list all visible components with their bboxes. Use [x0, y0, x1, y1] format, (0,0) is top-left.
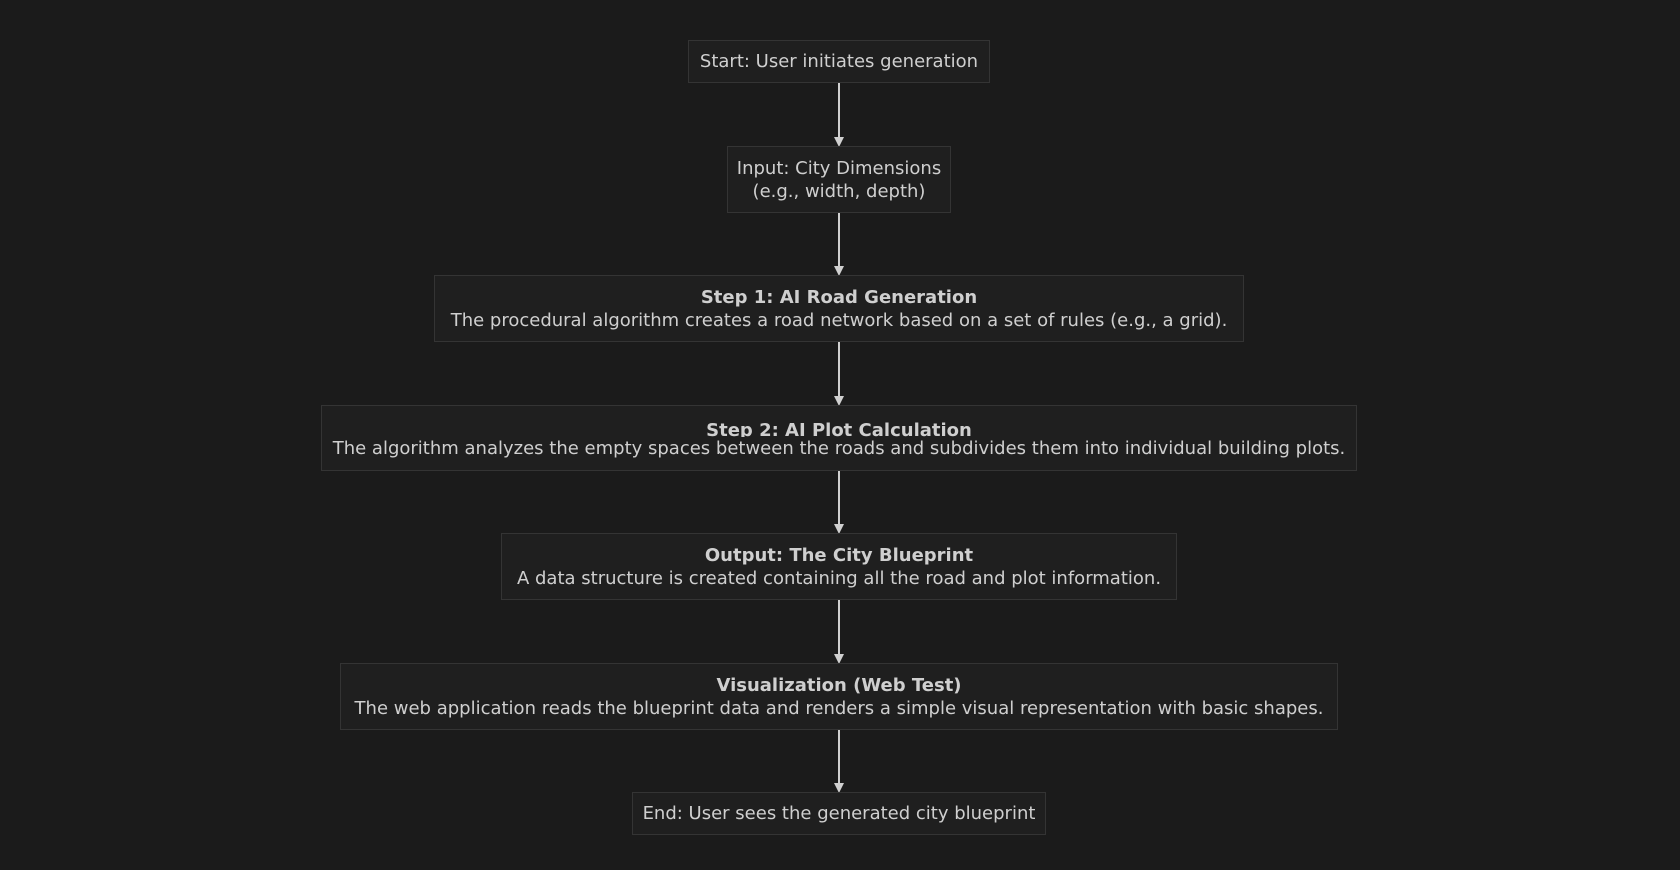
- node-output-desc: A data structure is created containing a…: [516, 567, 1162, 589]
- node-input: Input: City Dimensions (e.g., width, dep…: [727, 146, 951, 213]
- node-input-line1: Input: City Dimensions: [736, 157, 942, 179]
- node-step1-desc: The procedural algorithm creates a road …: [450, 309, 1228, 331]
- node-visualization-desc: The web application reads the blueprint …: [354, 697, 1324, 719]
- node-step1: Step 1: AI Road Generation The procedura…: [434, 275, 1244, 342]
- node-visualization-title: Visualization (Web Test): [716, 674, 962, 696]
- node-end-text: End: User sees the generated city bluepr…: [642, 803, 1036, 824]
- node-end: End: User sees the generated city bluepr…: [632, 792, 1046, 835]
- node-output-title: Output: The City Blueprint: [704, 544, 974, 566]
- node-visualization: Visualization (Web Test) The web applica…: [340, 663, 1338, 730]
- node-start-text: Start: User initiates generation: [699, 51, 979, 72]
- node-step2-title: Step 2: AI Plot Calculation: [706, 420, 972, 437]
- node-input-line2: (e.g., width, depth): [752, 180, 926, 202]
- node-step2-desc: The algorithm analyzes the empty spaces …: [332, 437, 1346, 459]
- node-start: Start: User initiates generation: [688, 40, 990, 83]
- node-output: Output: The City Blueprint A data struct…: [501, 533, 1177, 600]
- node-step1-title: Step 1: AI Road Generation: [700, 286, 978, 308]
- node-step2: Step 2: AI Plot Calculation The algorith…: [321, 405, 1357, 471]
